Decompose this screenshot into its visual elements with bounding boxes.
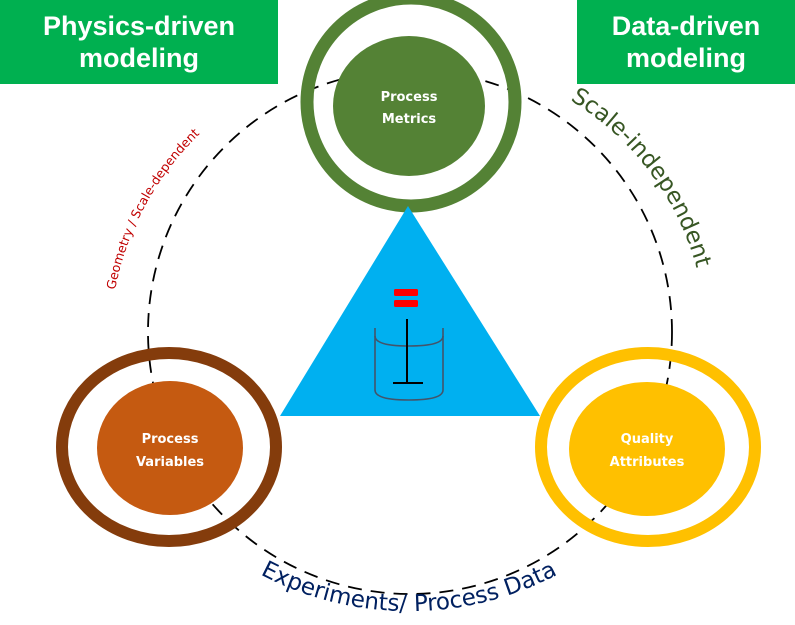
- scale-independent-text: Scale-independent: [567, 83, 716, 270]
- process-metrics-node: [333, 36, 485, 176]
- geometry-scale-dependent-text: Geometry / Scale-dependent: [103, 125, 202, 290]
- geometry-scale-dependent-label: Geometry / Scale-dependent: [103, 125, 202, 290]
- process-variables-node: [97, 381, 243, 515]
- physics-driven-modeling-box: Physics-driven modeling: [0, 0, 278, 84]
- stirred-vessel-icon: [374, 319, 444, 401]
- data-driven-line2: modeling: [626, 43, 746, 73]
- equals-icon: [394, 289, 418, 307]
- process-metrics-label-2: Metrics: [382, 112, 437, 127]
- quality-attributes-label-2: Attributes: [610, 455, 685, 470]
- process-metrics-ring: [300, 0, 522, 213]
- physics-driven-line2: modeling: [79, 43, 199, 73]
- process-variables-label-2: Variables: [136, 455, 204, 470]
- quality-attributes-label-1: Quality: [621, 432, 674, 447]
- cycle-dashed-circle: [147, 69, 673, 595]
- data-driven-modeling-box: Data-driven modeling: [577, 0, 795, 84]
- experiments-process-data-text: Experiments/ Process Data: [257, 557, 560, 618]
- quality-attributes-node: [569, 382, 725, 516]
- process-variables-label-1: Process: [142, 432, 199, 447]
- physics-driven-line1: Physics-driven: [42, 11, 236, 41]
- experiments-process-data-label: Experiments/ Process Data: [257, 557, 560, 618]
- quality-attributes-ring: [535, 347, 761, 547]
- center-triangle: [280, 206, 540, 416]
- process-metrics-label-1: Process: [381, 90, 438, 105]
- process-variables-ring: [56, 347, 282, 547]
- scale-independent-label: Scale-independent: [567, 83, 716, 270]
- data-driven-line1: Data-driven: [611, 11, 761, 41]
